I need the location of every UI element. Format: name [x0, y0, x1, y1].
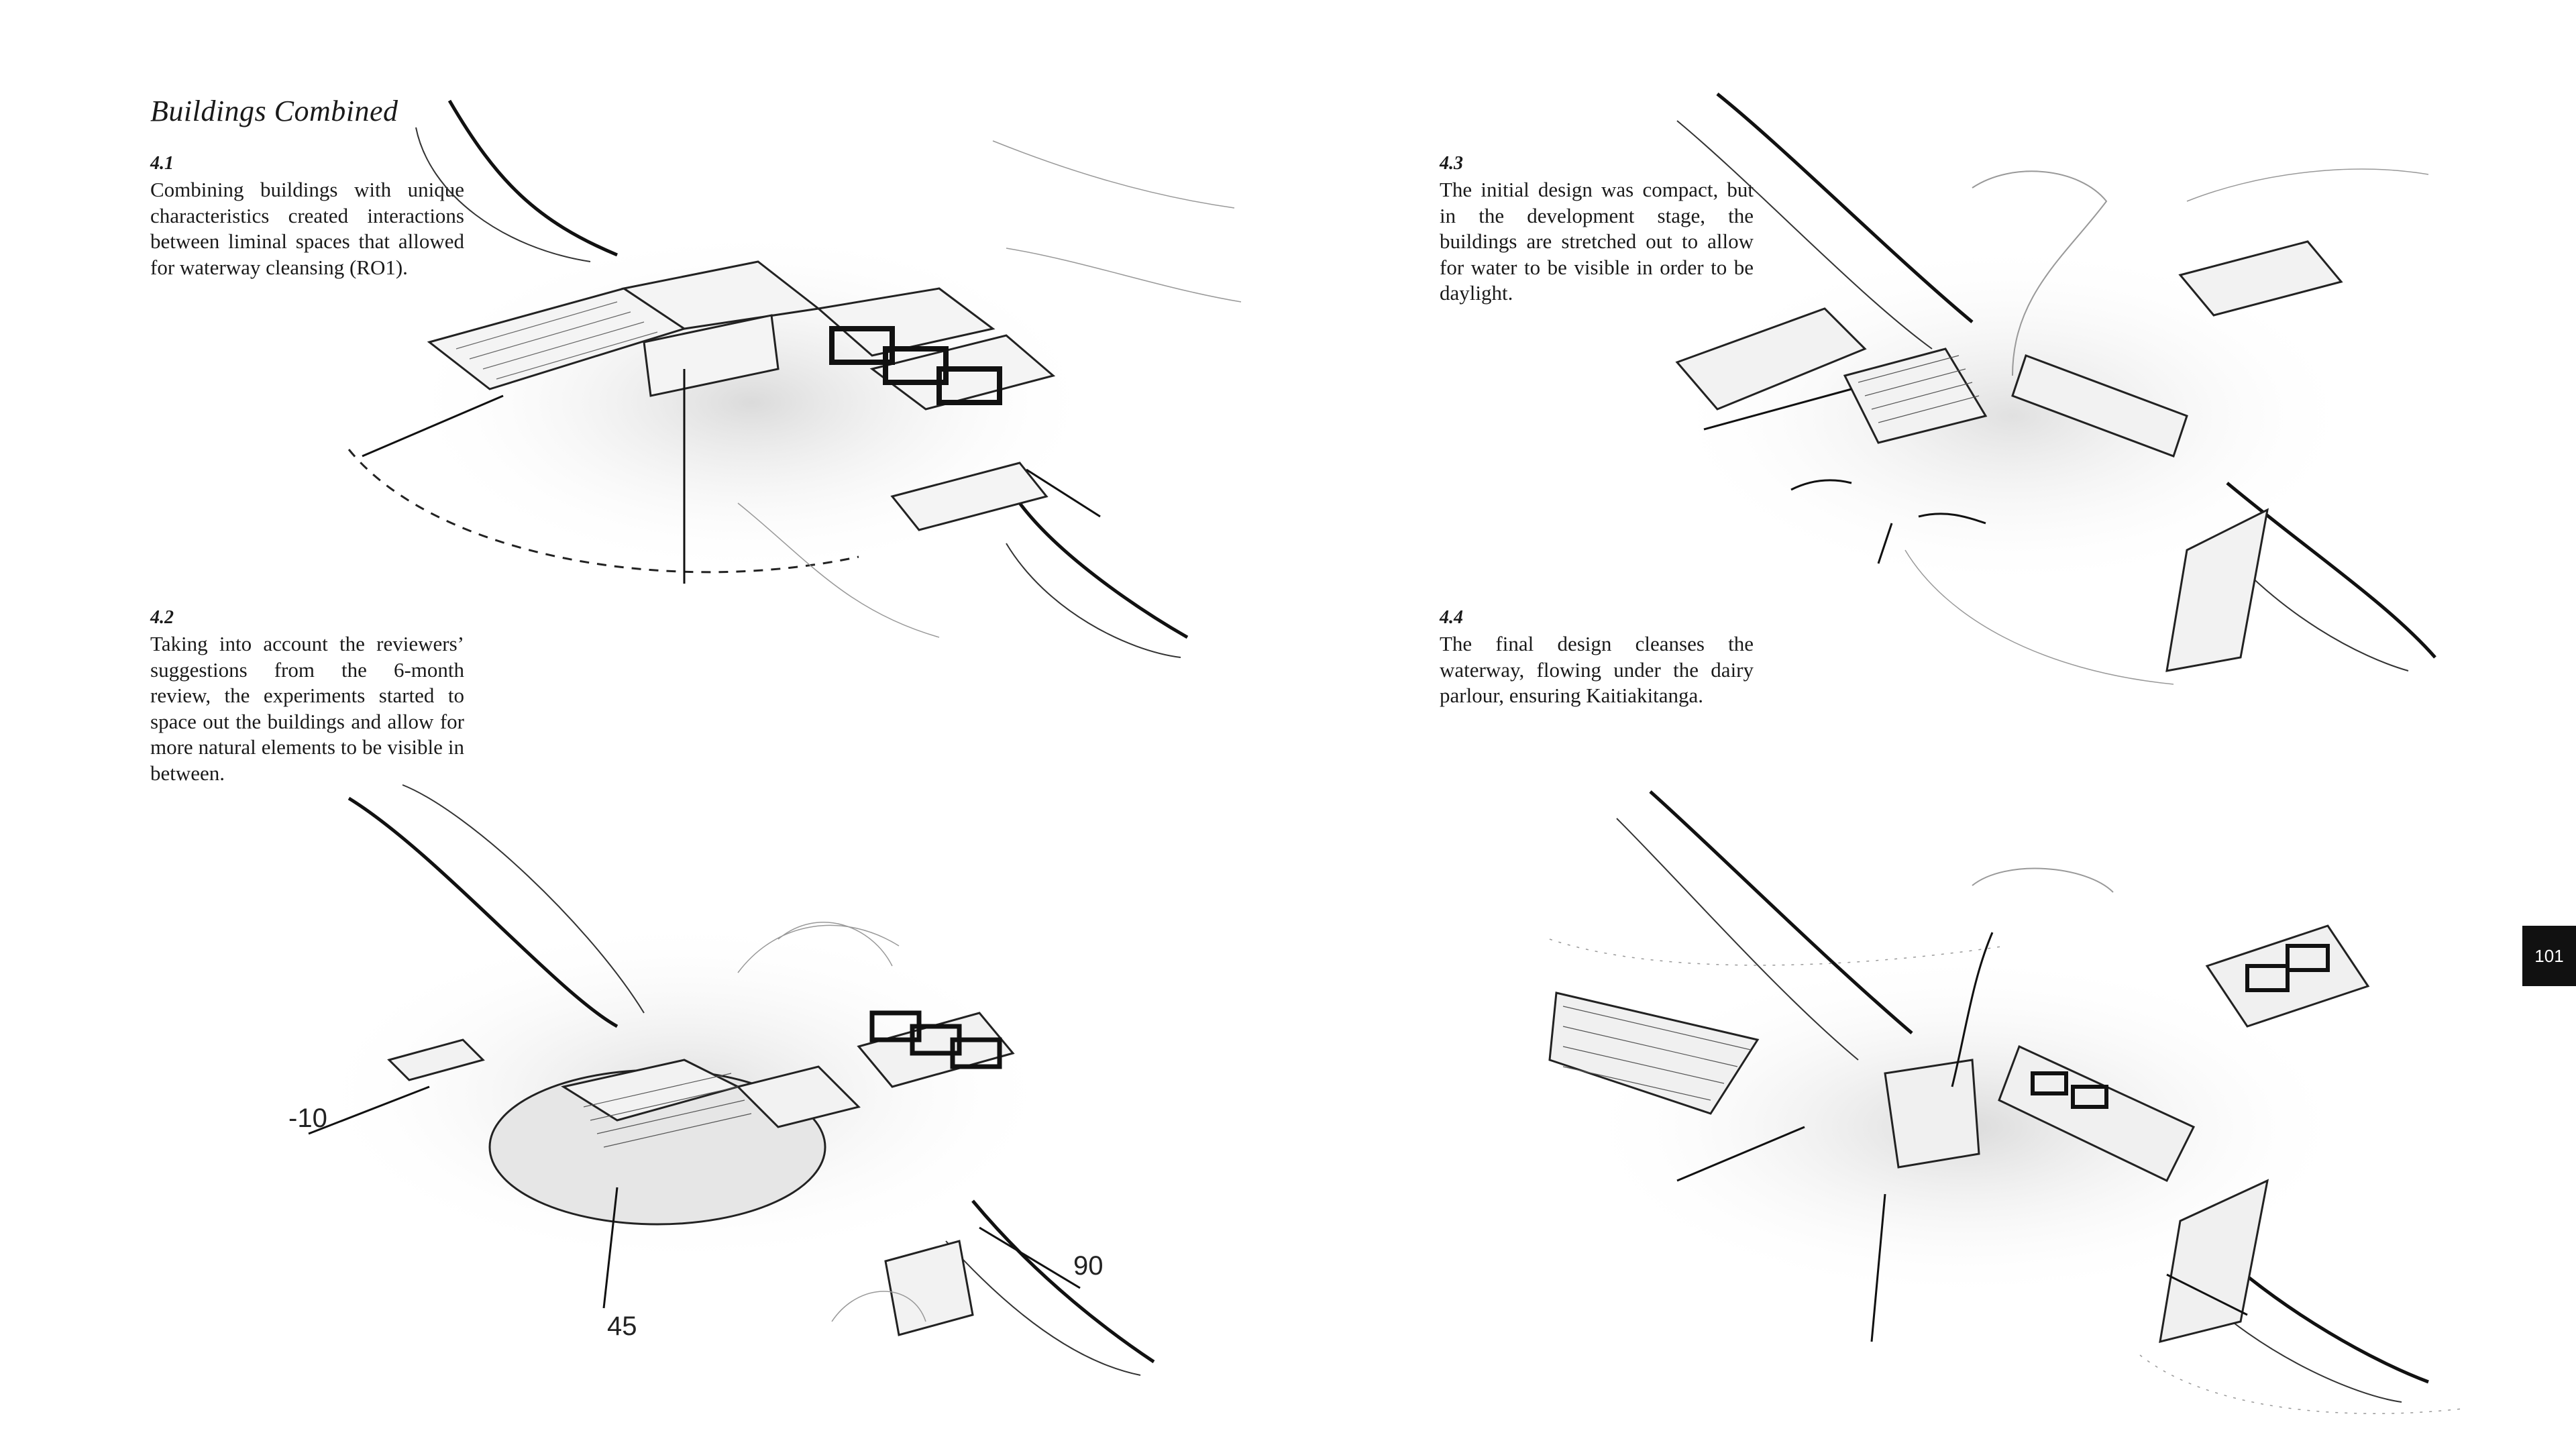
caption-4-3: 4.3 The initial design was compact, but … — [1440, 153, 1754, 307]
caption-4-4: 4.4 The final design cleanses the waterw… — [1440, 607, 1754, 709]
page-number: 101 — [2534, 945, 2564, 966]
annotation-45: 45 — [607, 1311, 637, 1341]
annotation-90: 90 — [1073, 1251, 1104, 1281]
annotation-minus-10: -10 — [288, 1104, 327, 1133]
figure-4-2-axonometric: -10 45 90 — [268, 771, 1248, 1436]
caption-text: Taking into account the reviewers’ sugge… — [150, 632, 464, 785]
page-title: Buildings Combined — [150, 95, 398, 127]
caption-text: The final design cleanses the waterway, … — [1440, 632, 1754, 707]
figure-4-4-axonometric — [1536, 778, 2475, 1442]
caption-number: 4.1 — [150, 153, 174, 174]
caption-4-1: 4.1 Combining buildings with unique char… — [150, 153, 464, 280]
caption-number: 4.3 — [1440, 153, 1463, 174]
caption-number: 4.2 — [150, 607, 174, 628]
caption-number: 4.4 — [1440, 607, 1463, 628]
figure-4-3-axonometric — [1637, 80, 2469, 724]
caption-text: The initial design was compact, but in t… — [1440, 178, 1754, 305]
figure-4-1-axonometric — [335, 87, 1248, 718]
caption-text: Combining buildings with unique characte… — [150, 178, 464, 279]
caption-4-2: 4.2 Taking into account the reviewers’ s… — [150, 607, 464, 786]
page-number-tab: 101 — [2522, 926, 2576, 986]
